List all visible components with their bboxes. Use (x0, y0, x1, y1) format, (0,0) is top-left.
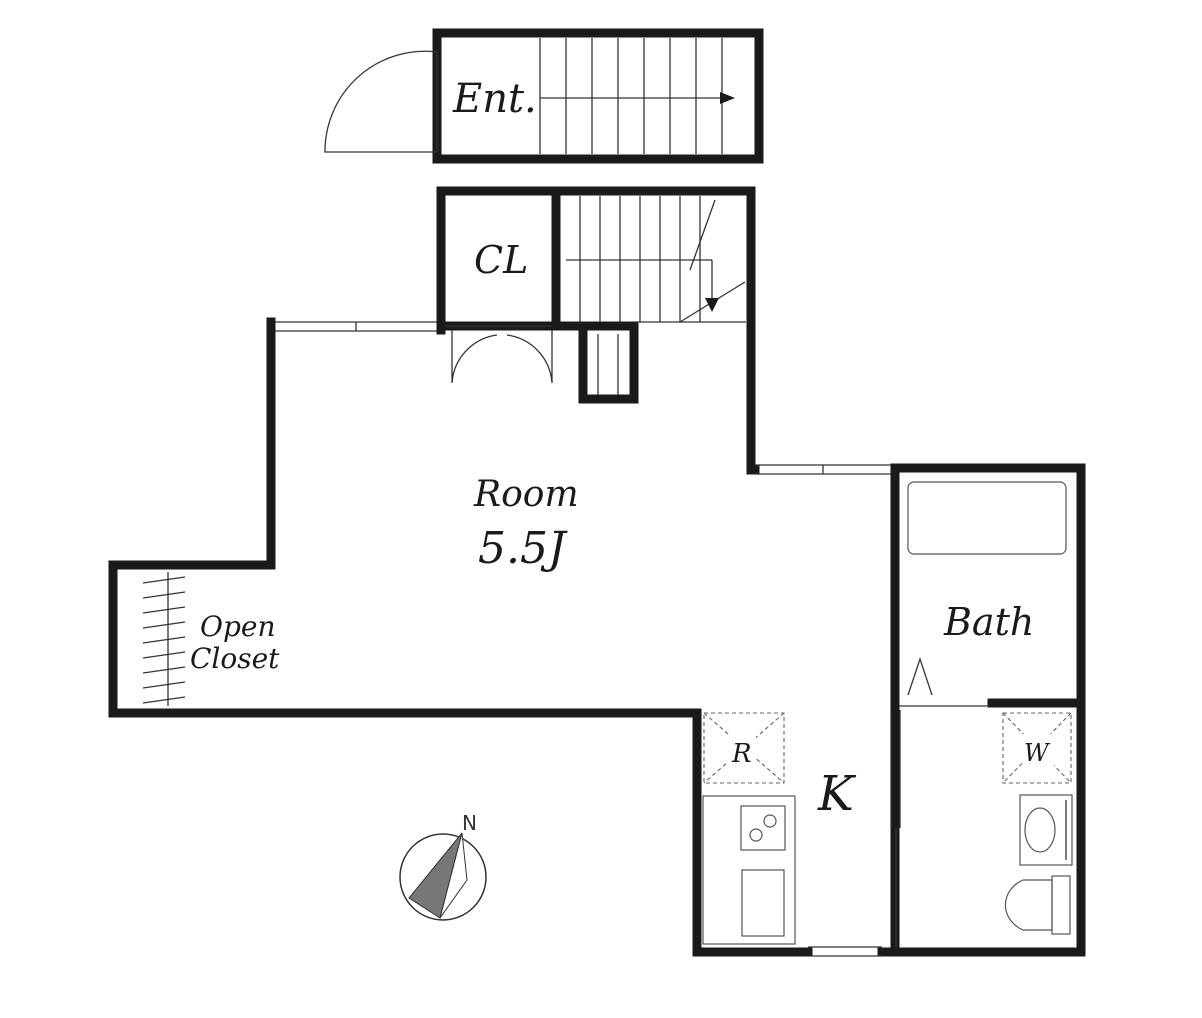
kitchen-area: R K (702, 710, 901, 948)
entrance-arrow-icon (720, 92, 735, 104)
room-name-label: Room (473, 474, 579, 515)
bath-label: Bath (943, 600, 1034, 644)
wash-basin-icon (1019, 794, 1073, 866)
open-closet-label-line2: Closet (190, 642, 280, 675)
entrance-door-swing (324, 50, 438, 153)
open-closet-label-line1: Open (200, 610, 275, 643)
toilet-icon (1004, 875, 1071, 935)
window-kitchen (808, 946, 882, 957)
washer-label: W (1024, 739, 1051, 767)
entrance-label: Ent. (452, 76, 537, 122)
room-size-label: 5.5J (478, 523, 568, 574)
kitchen-counter (702, 795, 796, 945)
washer-space (1002, 712, 1072, 784)
open-closet-area: Open Closet (142, 572, 280, 706)
window-right (755, 464, 891, 475)
refrigerator-label: R (731, 739, 752, 769)
window-top-left (275, 321, 437, 332)
north-label: N (462, 811, 477, 835)
bath-area: Bath (899, 481, 1082, 708)
stairwell-arrow-icon (705, 298, 719, 312)
stairwell-niche (597, 334, 619, 395)
closet-area: CL (436, 186, 561, 384)
refrigerator-space (703, 712, 785, 784)
entrance-area: Ent. (324, 28, 764, 164)
hanger-rail-icon (142, 576, 186, 704)
stairwell-area (551, 186, 756, 475)
kitchen-sink-icon (741, 869, 785, 937)
stove-icon (740, 805, 786, 851)
compass-icon: N (399, 811, 487, 921)
bathtub-icon (907, 481, 1067, 555)
closet-door-swing (451, 330, 553, 384)
stairwell-stairs-icon (566, 196, 746, 323)
entrance-stairs-icon (539, 38, 723, 154)
bath-sink-icon (907, 656, 933, 696)
kitchen-label: K (817, 766, 857, 822)
sliding-door (890, 710, 901, 948)
washroom-area: W (1002, 712, 1073, 935)
room-walls (108, 317, 1086, 957)
closet-label: CL (474, 238, 528, 282)
